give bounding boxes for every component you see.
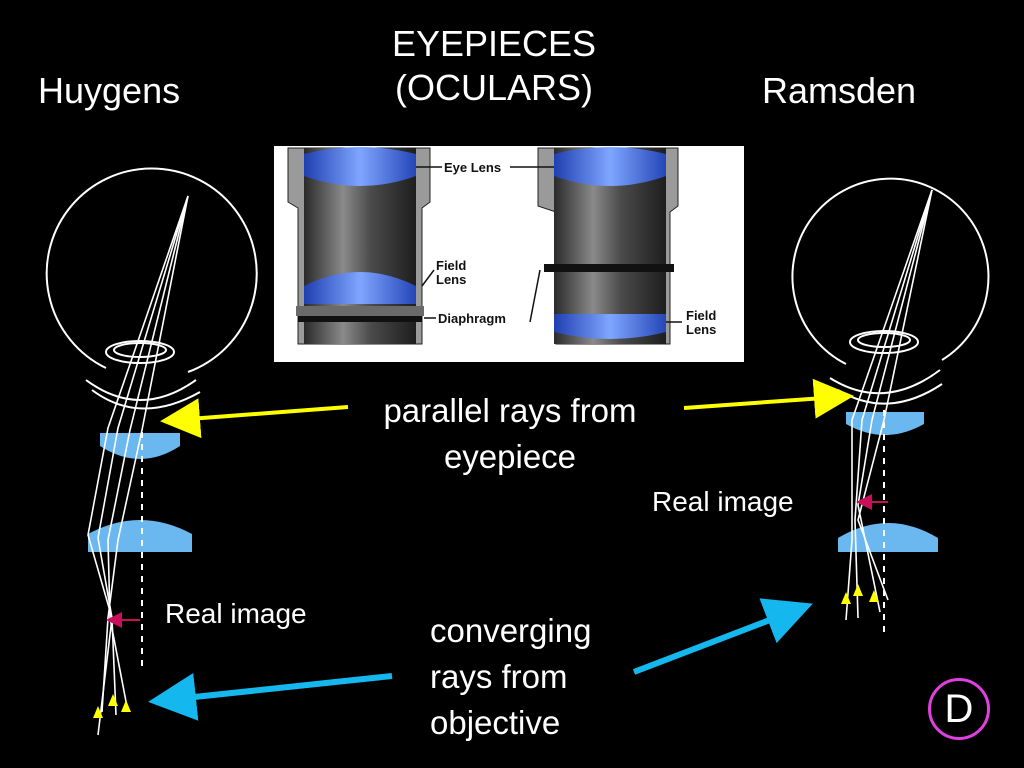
huygens-heading: Huygens bbox=[38, 70, 181, 111]
ramsden-eyepiece-cutaway bbox=[537, 147, 679, 345]
field-lens-label-right-2: Lens bbox=[686, 322, 717, 337]
huygens-eye-lens bbox=[100, 433, 180, 459]
parallel-rays-label: parallel rays from eyepiece bbox=[340, 388, 680, 480]
converging-arrow-left bbox=[148, 672, 393, 721]
converging-rays-line-2: rays from bbox=[430, 658, 568, 695]
ramsden-rays bbox=[845, 189, 933, 621]
eyepiece-cutaway-drawing bbox=[287, 147, 682, 345]
ramsden-heading: Ramsden bbox=[762, 70, 917, 111]
converging-rays-line-3: objective bbox=[430, 704, 561, 741]
field-lens-label-right-1: Field bbox=[686, 308, 717, 323]
ramsden-eye bbox=[791, 177, 990, 405]
field-lens-label-left-1: Field bbox=[436, 258, 467, 273]
huygens-eyepiece-cutaway bbox=[287, 147, 431, 345]
title: EYEPIECES (OCULARS) bbox=[0, 22, 1024, 110]
huygens-ray-arrowheads bbox=[93, 694, 131, 718]
converging-rays-label: converging rays from objective bbox=[430, 608, 591, 746]
huygens-eye bbox=[45, 167, 258, 410]
title-line-2: (OCULARS) bbox=[394, 67, 594, 108]
slide-badge: D bbox=[928, 678, 990, 740]
real-image-label-left: Real image bbox=[165, 598, 307, 629]
title-line-1: EYEPIECES bbox=[391, 23, 597, 64]
field-lens-label-left-2: Lens bbox=[436, 272, 467, 287]
diaphragm-label: Diaphragm bbox=[438, 311, 506, 326]
parallel-rays-line-2: eyepiece bbox=[443, 438, 577, 475]
converging-arrow-right bbox=[632, 598, 813, 675]
parallel-arrow-left bbox=[160, 398, 349, 439]
huygens-rays bbox=[87, 195, 189, 736]
real-image-label-right: Real image bbox=[652, 486, 794, 517]
parallel-arrow-right bbox=[683, 378, 854, 419]
ramsden-field-lens bbox=[838, 523, 938, 552]
converging-rays-line-1: converging bbox=[430, 612, 592, 649]
huygens-field-lens bbox=[88, 520, 192, 552]
ramsden-ray-arrowheads bbox=[841, 584, 879, 604]
eye-lens-label: Eye Lens bbox=[444, 160, 502, 175]
eyepiece-photo: Eye Lens Field Lens Diaphragm Field Lens bbox=[274, 146, 744, 362]
parallel-rays-line-1: parallel rays from bbox=[383, 392, 637, 429]
